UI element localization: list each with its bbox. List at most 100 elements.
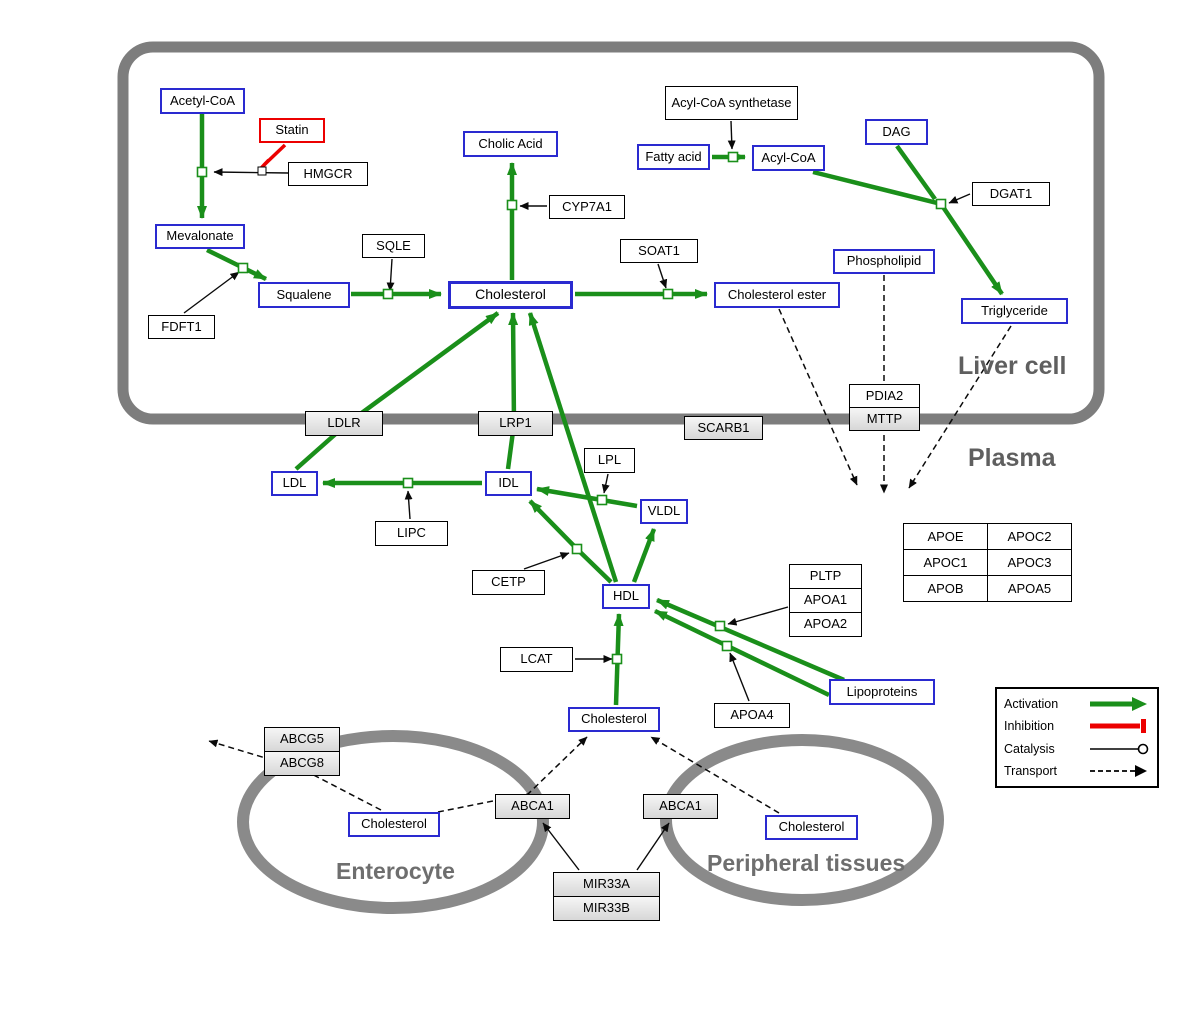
apo-cell[interactable]: APOC2 xyxy=(987,523,1072,550)
edge-soat1-catalysis xyxy=(657,263,668,289)
node-idl[interactable]: IDL xyxy=(485,471,532,496)
label-plasma: Plasma xyxy=(968,444,1056,472)
node-hdl[interactable]: HDL xyxy=(602,584,650,609)
node-abca1-enterocyte[interactable]: ABCA1 xyxy=(495,794,570,819)
legend-activation-label: Activation xyxy=(1004,697,1059,712)
node-cholesterol-enterocyte[interactable]: Cholesterol xyxy=(348,812,440,837)
edge-lipoproteins-to-hdl-2 xyxy=(654,608,830,698)
node-triglyceride[interactable]: Triglyceride xyxy=(961,298,1068,324)
node-statin[interactable]: Statin xyxy=(259,118,325,143)
node-ldl[interactable]: LDL xyxy=(271,471,318,496)
node-fatty-acid[interactable]: Fatty acid xyxy=(637,144,710,170)
node-scarb1[interactable]: SCARB1 xyxy=(684,416,763,440)
node-pltp[interactable]: PLTP xyxy=(789,564,862,589)
node-pdia2[interactable]: PDIA2 xyxy=(849,384,920,408)
node-cholesterol-ester[interactable]: Cholesterol ester xyxy=(714,282,840,308)
enterocyte-outline xyxy=(237,730,549,914)
node-acyl-coa-synthetase[interactable]: Acyl-CoA synthetase xyxy=(665,86,798,120)
edge-apoa4-catalysis xyxy=(729,652,750,702)
anchor-pltp-apoa xyxy=(714,620,726,632)
edge-mir33-to-abca1-peripheral xyxy=(636,822,670,871)
node-lipc[interactable]: LIPC xyxy=(375,521,448,546)
node-fdft1[interactable]: FDFT1 xyxy=(148,315,215,339)
node-apoa2[interactable]: APOA2 xyxy=(789,612,862,637)
anchor-sqle xyxy=(382,288,394,300)
liver-cell-outline xyxy=(117,41,1105,425)
label-enterocyte: Enterocyte xyxy=(336,858,455,884)
edge-hmgcr-catalysis xyxy=(213,168,289,177)
node-dag[interactable]: DAG xyxy=(865,119,928,145)
inhibition-edges xyxy=(257,143,287,172)
node-lipoproteins[interactable]: Lipoproteins xyxy=(829,679,935,705)
node-acetyl-coa[interactable]: Acetyl-CoA xyxy=(160,88,245,114)
node-apoa1[interactable]: APOA1 xyxy=(789,588,862,613)
node-abca1-peripheral[interactable]: ABCA1 xyxy=(643,794,718,819)
apo-cell[interactable]: APOA5 xyxy=(987,575,1072,602)
edge-enterocyte-cholesterol-efflux-abcg xyxy=(208,739,382,811)
anchor-lpl xyxy=(596,494,608,506)
anchor-fdft1 xyxy=(237,262,249,274)
edge-sqle-catalysis xyxy=(386,258,395,292)
anchor-lcat xyxy=(611,653,623,665)
node-acyl-coa-2[interactable]: Acyl-CoA xyxy=(752,145,825,171)
edge-hdl-to-vldl xyxy=(631,528,657,583)
node-cholic-acid[interactable]: Cholic Acid xyxy=(463,131,558,157)
node-squalene[interactable]: Squalene xyxy=(258,282,350,308)
node-abcg5[interactable]: ABCG5 xyxy=(264,727,340,752)
node-hmgcr[interactable]: HMGCR xyxy=(288,162,368,186)
edge-lipc-catalysis xyxy=(404,490,413,520)
anchor-cetp xyxy=(571,543,583,555)
reaction-anchors xyxy=(196,151,947,665)
apo-cell[interactable]: APOB xyxy=(903,575,988,602)
edge-vldl-to-idl xyxy=(536,486,638,509)
node-abcg8[interactable]: ABCG8 xyxy=(264,751,340,776)
edge-peripheral-cholesterol-efflux-abca1 xyxy=(650,736,780,814)
node-mttp[interactable]: MTTP xyxy=(849,407,920,431)
node-mevalonate[interactable]: Mevalonate xyxy=(155,224,245,249)
node-cholesterol-plasma[interactable]: Cholesterol xyxy=(568,707,660,732)
anchor-lipc xyxy=(402,477,414,489)
node-dgat1[interactable]: DGAT1 xyxy=(972,182,1050,206)
node-cholesterol-liver[interactable]: Cholesterol xyxy=(448,281,573,309)
node-lrp1[interactable]: LRP1 xyxy=(478,411,553,436)
edge-cetp-catalysis xyxy=(523,552,570,570)
node-sqle[interactable]: SQLE xyxy=(362,234,425,258)
anchor-apoa4 xyxy=(721,640,733,652)
legend-catalysis-label: Catalysis xyxy=(1004,741,1055,756)
anchor-acylcoa-synthetase xyxy=(727,151,739,163)
node-mir33b[interactable]: MIR33B xyxy=(553,896,660,921)
catalysis-circle-icon xyxy=(1090,743,1149,754)
apolipoprotein-table: APOE APOC2 APOC1 APOC3 APOB APOA5 xyxy=(903,523,1072,602)
node-cholesterol-peripheral[interactable]: Cholesterol xyxy=(765,815,858,840)
node-lcat[interactable]: LCAT xyxy=(500,647,573,672)
legend-row-catalysis: Catalysis xyxy=(1004,739,1150,759)
node-mir33a[interactable]: MIR33A xyxy=(553,872,660,897)
edge-dag-to-triglyceride xyxy=(895,144,937,201)
inhibition-tee-icon xyxy=(1090,719,1146,734)
node-soat1[interactable]: SOAT1 xyxy=(620,239,698,263)
anchor-hmgcr xyxy=(196,166,208,178)
legend-row-activation: Activation xyxy=(1004,694,1150,714)
legend-transport-label: Transport xyxy=(1004,763,1058,778)
transport-dashed-arrow-icon xyxy=(1090,764,1147,777)
edge-mir33-to-abca1-enterocyte xyxy=(542,822,580,871)
edge-ldl-to-cholesterol xyxy=(294,311,500,471)
node-lpl[interactable]: LPL xyxy=(584,448,635,473)
apo-cell[interactable]: APOE xyxy=(903,523,988,550)
edge-mevalonate-to-squalene xyxy=(206,247,267,282)
edge-hdl-to-cholesterol xyxy=(527,312,619,583)
apo-cell[interactable]: APOC1 xyxy=(903,549,988,576)
node-apoa4[interactable]: APOA4 xyxy=(714,703,790,728)
node-cetp[interactable]: CETP xyxy=(472,570,545,595)
node-ldlr[interactable]: LDLR xyxy=(305,411,383,436)
anchor-cyp7a1 xyxy=(506,199,518,211)
apo-cell[interactable]: APOC3 xyxy=(987,549,1072,576)
node-vldl[interactable]: VLDL xyxy=(640,499,688,524)
peripheral-tissues-outline xyxy=(660,734,944,906)
node-phospholipid[interactable]: Phospholipid xyxy=(833,249,935,274)
node-cyp7a1[interactable]: CYP7A1 xyxy=(549,195,625,219)
catalysis-edges xyxy=(183,120,971,871)
legend-inhibition-label: Inhibition xyxy=(1004,719,1055,734)
